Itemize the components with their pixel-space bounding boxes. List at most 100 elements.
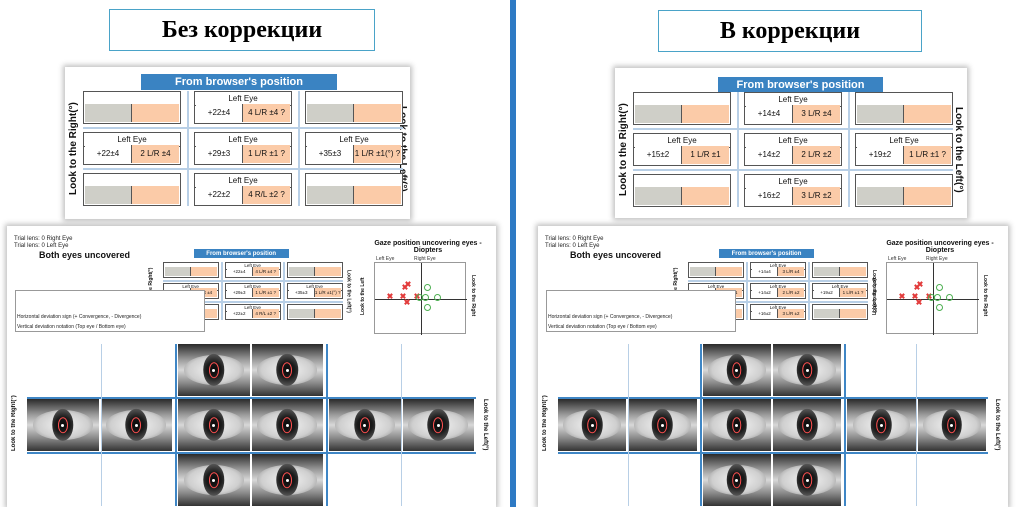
cell-sub: 2 L/R ±2 — [778, 288, 804, 297]
grid-cell — [286, 304, 343, 320]
gaze-chart: ✖✖✖✖✖✖ — [374, 262, 467, 335]
gaze-axis-right: Look to the Right — [982, 275, 988, 317]
cell-value: +22±4 — [85, 144, 132, 163]
eye-photo — [251, 344, 323, 396]
cell-sub: 1 L/R ±1 — [682, 145, 729, 164]
cell-value — [635, 104, 682, 123]
grid-line — [83, 168, 403, 170]
cell-value: +14±4 — [752, 267, 778, 276]
mode-label: Both eyes uncovered — [570, 250, 662, 260]
panel-header: From browser's position — [718, 77, 883, 92]
eye-photo — [702, 344, 771, 396]
left-eye-marker — [935, 303, 943, 311]
trial-left-text: Trial lens: 0 Left Eye — [545, 243, 600, 249]
glint — [134, 423, 138, 427]
notes-box — [546, 290, 736, 332]
cell-value: +14±2 — [746, 145, 793, 164]
grid-line — [844, 344, 847, 506]
gaze-title: Gaze position uncovering eyes - Diopters — [886, 240, 994, 254]
cell-value — [85, 185, 132, 204]
pupil-ring — [359, 417, 370, 433]
right-eye-marker: ✖ — [911, 292, 919, 301]
note-vertical: Vertical deviation notation (Top eye / B… — [548, 324, 657, 330]
right-panel-title: В коррекции — [658, 10, 922, 52]
grid-line — [326, 344, 328, 506]
side-right-label: Look to the Left(°) — [994, 399, 1000, 451]
grid-line — [27, 452, 476, 454]
grid-cell — [812, 262, 868, 278]
cell-value: +14±2 — [752, 288, 778, 297]
glint — [212, 478, 216, 482]
grid-cell — [305, 91, 403, 124]
cell-value — [635, 186, 682, 205]
grid-cell — [633, 174, 731, 207]
pupil-ring — [131, 417, 142, 433]
cell-sub — [354, 185, 401, 204]
glint — [285, 423, 289, 427]
pupil-ring — [208, 472, 219, 488]
eye-photo — [917, 399, 986, 451]
grid-cell — [83, 173, 181, 206]
cell-sub: 1 L/R ±1 ? — [243, 144, 290, 163]
cell-sub — [840, 309, 866, 318]
trial-left-text: Trial lens: 0 Left Eye — [14, 243, 69, 249]
grid-line — [83, 127, 403, 129]
left-eye-marker — [423, 303, 431, 311]
glint — [950, 423, 954, 427]
side-right-label: Look to the Left(°) — [482, 399, 488, 451]
glint — [805, 368, 809, 372]
right-eye-marker: ✖ — [404, 280, 412, 289]
side-label-right: Look to the Left(°) — [871, 269, 877, 313]
pupil-ring — [208, 362, 219, 378]
mode-label: Both eyes uncovered — [39, 250, 131, 260]
cell-sub — [132, 185, 179, 204]
left-eye-marker — [945, 293, 953, 301]
side-label-right: Look to the Left(°) — [345, 269, 352, 313]
cell-value: +19±2 — [857, 145, 904, 164]
left-eye-marker — [423, 283, 431, 291]
grid-cell — [305, 173, 403, 206]
right-eye-marker: ✖ — [401, 283, 409, 292]
grid-line — [633, 169, 953, 171]
cell-sub: 2 L/R ±4 — [132, 144, 179, 163]
grid-line — [297, 91, 300, 206]
cell-sub: 4 L/R ±4 ? — [252, 267, 279, 276]
cell-value: +14±4 — [746, 104, 793, 123]
cell-value: +22±4 — [196, 103, 243, 122]
eye-photo — [847, 399, 916, 451]
note-vertical: Vertical deviation notation (Top eye / B… — [17, 324, 126, 330]
gaze-axis-left: Look to the Left — [872, 277, 878, 315]
panel-header: From browser's position — [193, 249, 289, 258]
pupil-ring — [433, 417, 444, 433]
grid-line — [282, 262, 285, 320]
glint — [61, 423, 65, 427]
pupil-ring — [802, 417, 812, 433]
pupil-ring — [732, 472, 742, 488]
pupil-ring — [282, 417, 293, 433]
glint — [363, 423, 367, 427]
cell-value: +35±3 — [288, 288, 315, 297]
cell-value: +19±2 — [814, 288, 840, 297]
cell-value — [164, 267, 191, 276]
cell-sub: 1 L/R ±1 ? — [904, 145, 951, 164]
eye-photo — [628, 399, 697, 451]
eye-photo — [251, 399, 323, 451]
eye-photo — [329, 399, 401, 451]
grid-cell — [162, 262, 219, 278]
grid-cell — [633, 92, 731, 125]
right-eye-marker: ✖ — [898, 292, 906, 301]
legend-right-eye: Right Eye — [414, 256, 436, 262]
side-left-label: Look to the Right(°) — [542, 395, 548, 451]
cell-value: +22±2 — [226, 309, 253, 318]
